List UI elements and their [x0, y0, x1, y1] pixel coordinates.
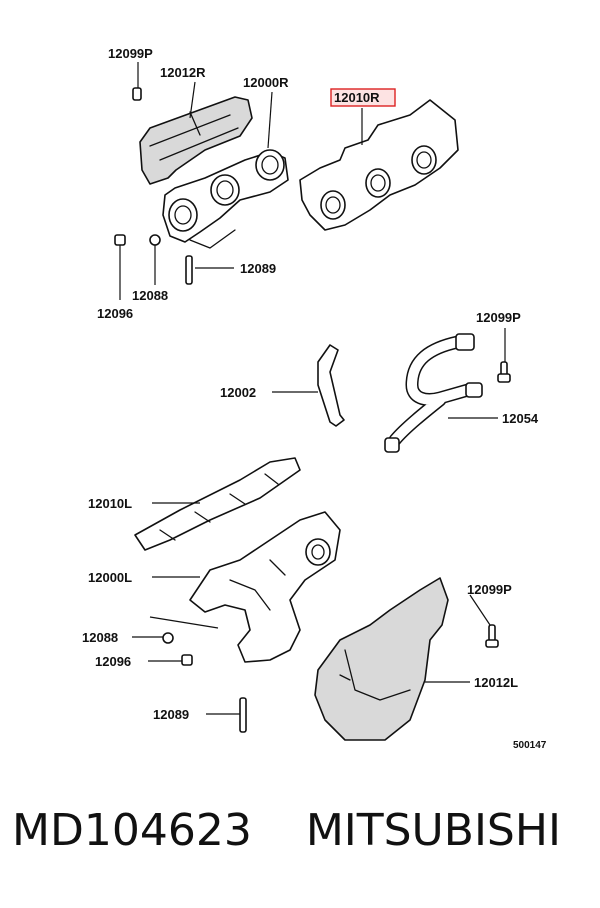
exhaust-manifold-12000L — [189, 511, 341, 663]
callout-12099P-low: 12099P — [467, 582, 512, 597]
callout-12088-top: 12088 — [132, 288, 168, 303]
highlight-box-12010R — [330, 88, 396, 107]
gasket-12010L — [134, 457, 301, 551]
bolt-12099P-top — [132, 87, 142, 101]
stud-12089-low — [239, 697, 247, 733]
callout-12089-top: 12089 — [240, 261, 276, 276]
leader-lines — [119, 62, 506, 715]
washer-12088-top — [149, 234, 161, 246]
callout-12002: 12002 — [220, 385, 256, 400]
pipe-12054 — [384, 333, 483, 453]
callout-12000L: 12000L — [88, 570, 132, 585]
callout-12088-low: 12088 — [82, 630, 118, 645]
callout-12010R: 12010R — [334, 90, 380, 105]
nut-12096-top — [114, 234, 126, 246]
footer-caption: MD104623 MITSUBISHI — [12, 805, 592, 856]
washer-12088-low — [162, 632, 174, 644]
callout-12000R: 12000R — [243, 75, 289, 90]
drawing-number: 500147 — [513, 740, 547, 751]
callout-12012L: 12012L — [474, 675, 518, 690]
exhaust-manifold-12000R — [162, 149, 289, 249]
callout-12096-top: 12096 — [97, 306, 133, 321]
callout-12010L: 12010L — [88, 496, 132, 511]
stud-12089-top — [185, 255, 193, 285]
exploded-parts-diagram: 12099P 12012R 12000R 12010R 12096 12088 … — [82, 46, 547, 751]
brand-name: MITSUBISHI — [305, 805, 561, 856]
nut-12096-low — [181, 654, 193, 666]
heat-shield-12012L — [314, 577, 449, 741]
callout-12099P-mid: 12099P — [476, 310, 521, 325]
callout-12089-low: 12089 — [153, 707, 189, 722]
bolt-12099P-low — [485, 624, 499, 648]
callout-12096-low: 12096 — [95, 654, 131, 669]
part-number: MD104623 — [12, 805, 252, 856]
callout-12054: 12054 — [502, 411, 539, 426]
gasket-12010R — [299, 99, 459, 231]
callout-12099P-top: 12099P — [108, 46, 153, 61]
callout-12012R: 12012R — [160, 65, 206, 80]
heat-shield-12012R — [139, 96, 253, 185]
bolt-12099P-mid — [497, 361, 511, 383]
bracket-12002 — [317, 344, 345, 427]
